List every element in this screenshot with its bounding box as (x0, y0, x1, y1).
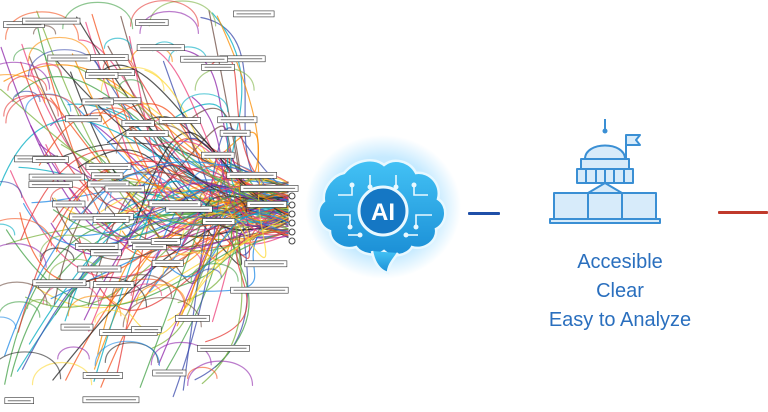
tagline-easy-to-analyze: Easy to Analyze (548, 309, 692, 331)
ai-label: AI (371, 199, 395, 226)
connector-left (468, 212, 500, 215)
data-tangle-icon (0, 0, 299, 405)
ai-brain-icon: AI (304, 135, 462, 285)
connector-right (718, 211, 768, 214)
tagline-accessible: Accesible (577, 251, 663, 273)
capitol-building-icon (548, 115, 662, 225)
tagline-clear: Clear (596, 280, 644, 302)
